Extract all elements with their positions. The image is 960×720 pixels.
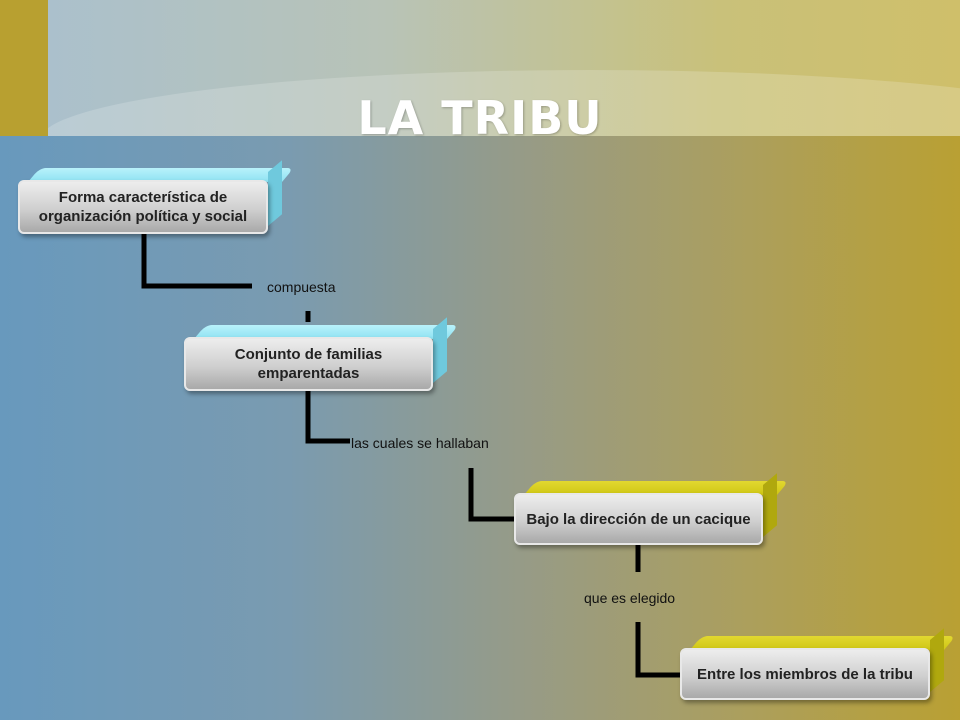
- node-miembros-text: Entre los miembros de la tribu: [680, 648, 930, 700]
- node-familias-text: Conjunto de familias emparentadas: [184, 337, 433, 391]
- edge-label-compuesta: compuesta: [267, 279, 336, 295]
- edge-label-hallaban: las cuales se hallaban: [351, 435, 489, 451]
- node-cacique: Bajo la dirección de un cacique: [514, 473, 789, 545]
- connector-2b: [468, 468, 516, 522]
- connector-1: [141, 234, 252, 289]
- accent-bar: [0, 0, 48, 136]
- connector-2: [305, 390, 350, 444]
- node-familias: Conjunto de familias emparentadas: [184, 317, 459, 391]
- node-cacique-text: Bajo la dirección de un cacique: [514, 493, 763, 545]
- connector-3b: [635, 622, 682, 678]
- node-miembros: Entre los miembros de la tribu: [680, 628, 956, 700]
- slide-title: LA TRIBU: [357, 91, 603, 145]
- node-organizacion-text: Forma característica de organización pol…: [18, 180, 268, 234]
- header-band: [0, 0, 960, 136]
- edge-label-elegido: que es elegido: [584, 590, 676, 606]
- node-organizacion: Forma característica de organización pol…: [18, 160, 294, 234]
